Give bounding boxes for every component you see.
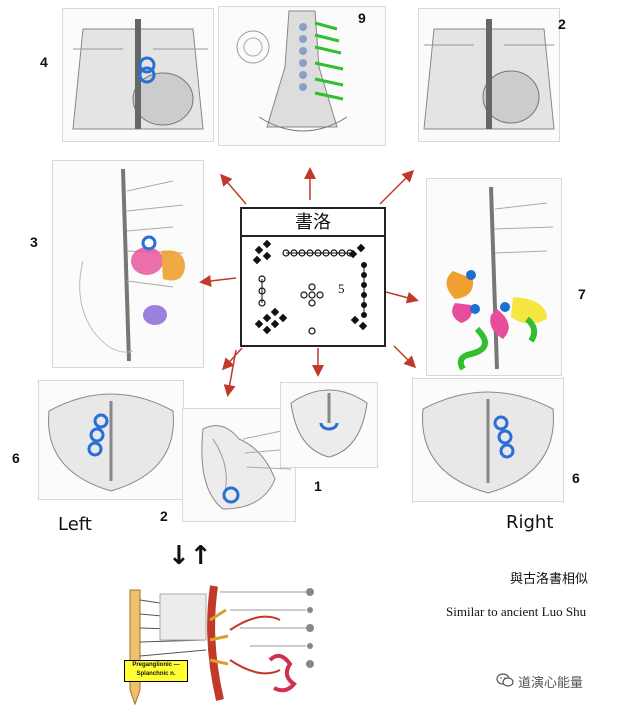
arrow-right [385,291,419,304]
panel-2-bottom-number: 2 [160,508,168,524]
wechat-icon [496,673,514,687]
up-down-arrows-icon: ↓↑ [168,541,212,571]
panel-2-top-number: 2 [558,16,566,32]
sacral-anatomy-illustration [290,389,368,458]
luo-shu-square: 書洛 [240,207,386,347]
panel-7-figure [426,178,562,376]
thorax-anatomy-illustration-right [423,19,555,130]
arrow-up-right [379,169,415,205]
arrow-down-left-1 [221,347,243,371]
panel-6-right-number: 6 [572,470,580,486]
arrow-up-left [220,173,247,205]
panel-3-number: 3 [30,234,38,250]
panel-6-left-figure [38,380,184,500]
arrow-down-left-2 [223,349,237,397]
panel-1-figure [280,382,378,468]
splanchnic-nerve-figure [110,580,330,712]
pelvis-anatomy-illustration-left [48,393,174,492]
panel-3-figure [52,160,204,368]
english-caption: Similar to ancient Luo Shu [446,604,587,619]
panel-4-figure [62,8,214,142]
arrow-down-right [393,345,417,369]
panel-2-bottom-figure [182,408,296,522]
panel-6-right-figure [412,378,564,502]
pelvic-sagittal-illustration [201,425,292,510]
panel-1-number: 1 [314,478,322,494]
luo-shu-dot-pattern [252,239,368,335]
spine-anatomy-illustration [236,10,373,132]
panel-2-top-figure [418,8,560,142]
luo-shu-center-number: 5 [338,281,345,296]
preganglionic-splanchnic-label: Preganglionic — Splanchnic n. [124,660,188,682]
panel-4-number: 4 [40,54,48,70]
chinese-caption: 與古洛書相似 [510,572,589,587]
arrow-left [199,274,237,287]
left-label: Left [58,514,92,535]
luo-shu-title: 書洛 [242,211,384,237]
right-label: Right [506,512,554,533]
panel-9-figure [218,6,386,146]
wechat-account-name: 道演心能量 [518,676,584,691]
autonomic-nervous-system-illustration-left [79,168,185,362]
panel-9-number: 9 [358,10,366,26]
pelvis-anatomy-illustration-right [422,391,554,494]
thorax-anatomy-illustration [72,19,208,130]
autonomic-nervous-system-illustration-right [446,186,554,371]
panel-6-left-number: 6 [12,450,20,466]
panel-7-number: 7 [578,286,586,302]
splanchnic-nerve-illustration [129,585,314,706]
